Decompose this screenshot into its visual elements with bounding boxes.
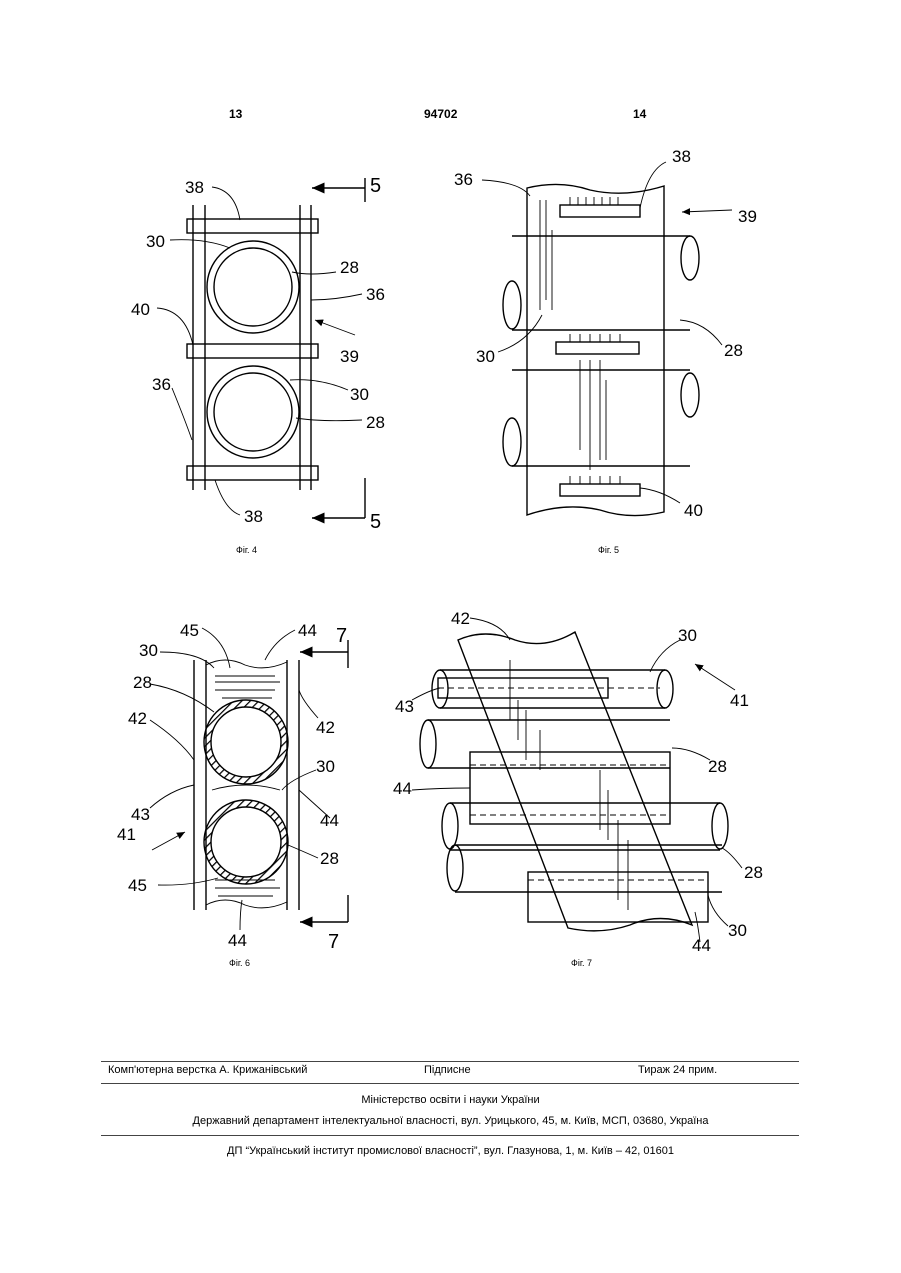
fig6-label-7-top: 7 xyxy=(336,625,347,647)
fig5-label-40: 40 xyxy=(684,501,703,520)
fig6-label-7-bottom: 7 xyxy=(328,931,339,953)
figure-4: 38 5 30 28 36 40 39 30 36 28 38 5 xyxy=(131,175,385,533)
figure-7: 42 30 43 41 28 44 28 30 44 xyxy=(393,609,763,955)
fig4-label-36-left: 36 xyxy=(152,375,171,394)
fig4-label-38-bottom: 38 xyxy=(244,507,263,526)
fig7-label-28-a: 28 xyxy=(708,757,727,776)
footer-circulation: Тираж 24 прим. xyxy=(638,1064,717,1076)
fig6-label-41: 41 xyxy=(117,825,136,844)
fig4-label-5-bottom: 5 xyxy=(370,511,381,533)
fig6-label-44-c: 44 xyxy=(228,931,247,950)
fig7-label-44-a: 44 xyxy=(393,779,412,798)
fig7-label-44-b: 44 xyxy=(692,936,711,955)
footer-layout-credit: Комп'ютерна верстка А. Крижанівський xyxy=(108,1064,307,1076)
footer-signed: Підписне xyxy=(424,1064,471,1076)
fig4-label-28-b: 28 xyxy=(366,413,385,432)
fig6-label-44-b: 44 xyxy=(320,811,339,830)
fig5-label-30: 30 xyxy=(476,347,495,366)
fig4-label-28-a: 28 xyxy=(340,258,359,277)
fig6-label-30-b: 30 xyxy=(316,757,335,776)
figure-5: 36 38 39 30 28 40 xyxy=(454,147,757,520)
fig6-label-43: 43 xyxy=(131,805,150,824)
fig7-label-43: 43 xyxy=(395,697,414,716)
footer-rule-bottom xyxy=(101,1135,799,1136)
fig5-label-28: 28 xyxy=(724,341,743,360)
fig6-label-42-right: 42 xyxy=(316,718,335,737)
fig4-label-38-top: 38 xyxy=(185,178,204,197)
fig4-caption: Фіг. 4 xyxy=(236,545,257,555)
fig5-label-36: 36 xyxy=(454,170,473,189)
fig5-caption: Фіг. 5 xyxy=(598,545,619,555)
footer-rule-top xyxy=(101,1061,799,1062)
fig6-label-28-b: 28 xyxy=(320,849,339,868)
fig4-label-40: 40 xyxy=(131,300,150,319)
fig5-label-38: 38 xyxy=(672,147,691,166)
fig5-label-39: 39 xyxy=(738,207,757,226)
fig6-label-42-left: 42 xyxy=(128,709,147,728)
fig4-label-30: 30 xyxy=(146,232,165,251)
fig6-label-30-a: 30 xyxy=(139,641,158,660)
footer-department: Державний департамент інтелектуальної вл… xyxy=(0,1115,901,1127)
fig7-label-30-a: 30 xyxy=(678,626,697,645)
fig6-label-44-a: 44 xyxy=(298,621,317,640)
fig6-label-45-a: 45 xyxy=(180,621,199,640)
fig6-label-45-b: 45 xyxy=(128,876,147,895)
fig6-caption: Фіг. 6 xyxy=(229,958,250,968)
footer-ministry: Міністерство освіти і науки України xyxy=(0,1094,901,1106)
fig7-label-30-b: 30 xyxy=(728,921,747,940)
fig4-label-36-right: 36 xyxy=(366,285,385,304)
figure-6: 45 44 7 30 28 42 42 30 43 44 41 28 45 44… xyxy=(117,621,348,953)
fig6-label-28-a: 28 xyxy=(133,673,152,692)
fig7-caption: Фіг. 7 xyxy=(571,958,592,968)
fig7-label-42: 42 xyxy=(451,609,470,628)
fig7-label-41: 41 xyxy=(730,691,749,710)
fig4-label-39: 39 xyxy=(340,347,359,366)
footer-institute: ДП “Український інститут промислової вла… xyxy=(0,1145,901,1157)
fig7-label-28-b: 28 xyxy=(744,863,763,882)
footer-rule-middle xyxy=(101,1083,799,1084)
fig4-label-5-top: 5 xyxy=(370,175,381,197)
fig4-label-30-b: 30 xyxy=(350,385,369,404)
